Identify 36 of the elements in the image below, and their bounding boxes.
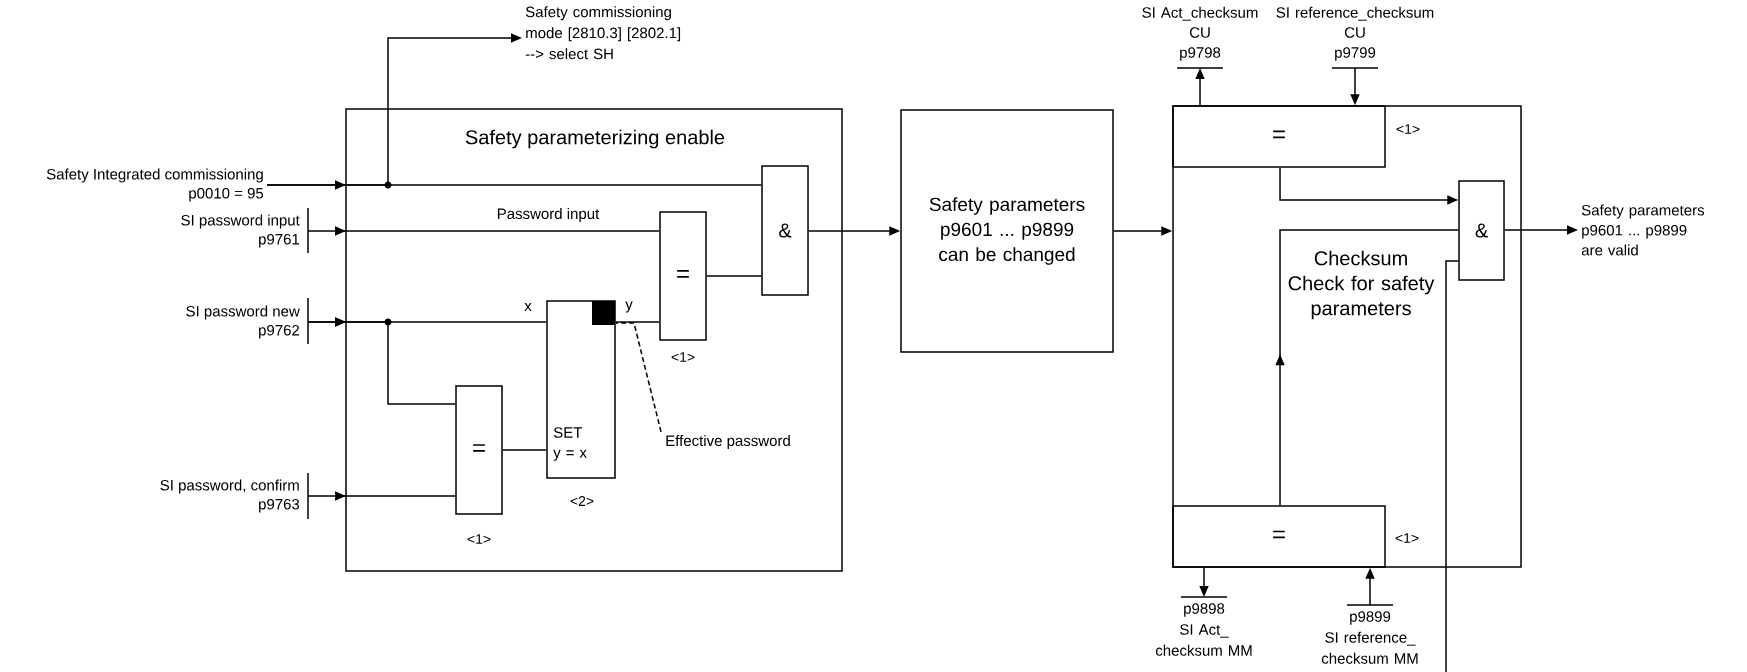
signal-line (615, 321, 660, 323)
reference-number: <1> (1396, 124, 1420, 134)
signal-line (706, 275, 762, 277)
arrow (307, 226, 660, 236)
arrow (307, 491, 456, 501)
port-label: y (625, 301, 633, 313)
reference-number: <2> (570, 496, 594, 506)
edge-label: Password input (495, 207, 601, 223)
arrow (1275, 229, 1459, 506)
input-label: SI password input p9761 (181, 207, 309, 254)
comparator-block: = (659, 211, 707, 341)
input-label: Safety Integrated commissioning p0010 = 95 (46, 168, 264, 202)
and-gate: & (761, 165, 809, 296)
note-text: Safety commissioning mode [2810.3] [2802.1] --> select SH (525, 6, 681, 60)
note-text: Effective password (666, 435, 790, 449)
comparator-block: = (1172, 105, 1386, 168)
parameter-label: SI reference_checksum CU p9799 (1276, 6, 1434, 69)
process-box: Safety parameters p9601 ... p9899 can be changed (900, 109, 1114, 353)
parameter-label: p9899 SI reference_ checksum MM (1321, 604, 1418, 664)
signal-line (502, 449, 547, 451)
arrow (307, 317, 456, 405)
reference-number: <1> (467, 534, 491, 544)
parameter-label: p9898 SI Act_ checksum MM (1155, 596, 1252, 656)
leader-line (615, 322, 662, 433)
input-label: SI password, confirm p9763 (160, 472, 309, 520)
parameter-label: SI Act_checksum CU p9798 (1142, 6, 1258, 69)
and-gate: & (1458, 180, 1505, 281)
comparator-block: = (1172, 505, 1386, 568)
output-label: Safety parameters p9601 ... p9899 are valid (1581, 204, 1705, 256)
signal-line (1445, 260, 1459, 672)
set-block: SET y = x (546, 300, 616, 479)
reference-number: <1> (671, 352, 695, 362)
input-label: SI password new p9762 (186, 297, 309, 345)
comparator-block: = (455, 385, 503, 515)
port-label: x (524, 303, 532, 311)
reference-number: <1> (1395, 533, 1419, 543)
